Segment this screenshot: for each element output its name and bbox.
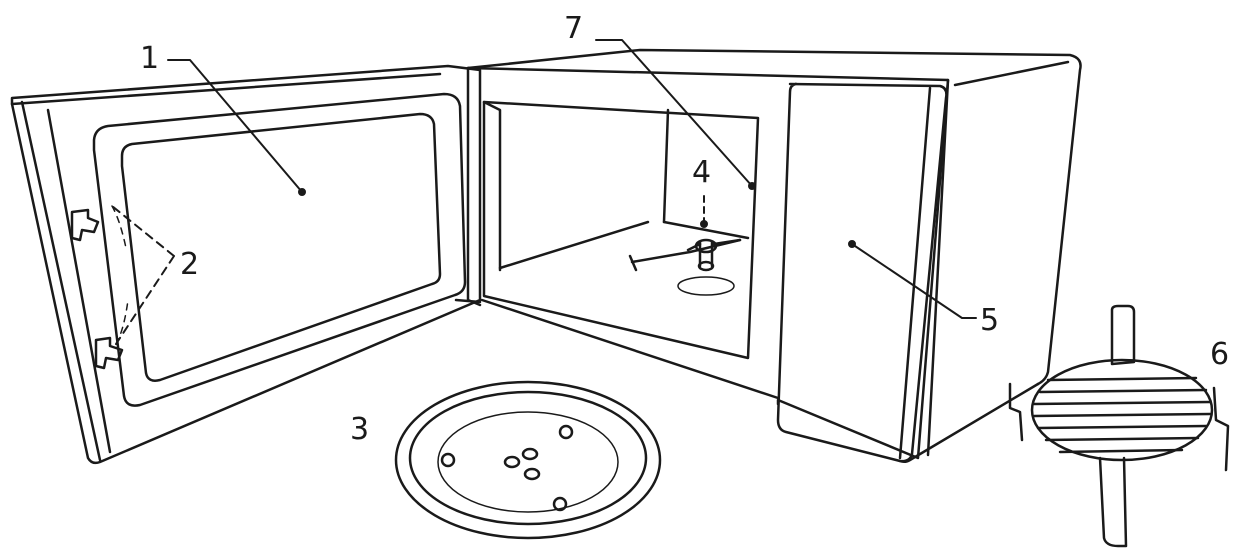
grill-rack (1010, 306, 1228, 546)
microwave-cavity (484, 102, 758, 358)
callout-6: 6 (1210, 340, 1229, 370)
turntable-glass-tray (396, 382, 660, 538)
callout-5: 5 (980, 306, 999, 336)
callout-7: 7 (564, 14, 583, 44)
microwave-cabinet (468, 50, 1081, 462)
callout-4: 4 (692, 158, 711, 188)
callout-3: 3 (350, 415, 369, 445)
callout-1: 1 (140, 44, 159, 74)
callout-2: 2 (180, 250, 199, 280)
turntable-drive-coupler (630, 240, 740, 295)
